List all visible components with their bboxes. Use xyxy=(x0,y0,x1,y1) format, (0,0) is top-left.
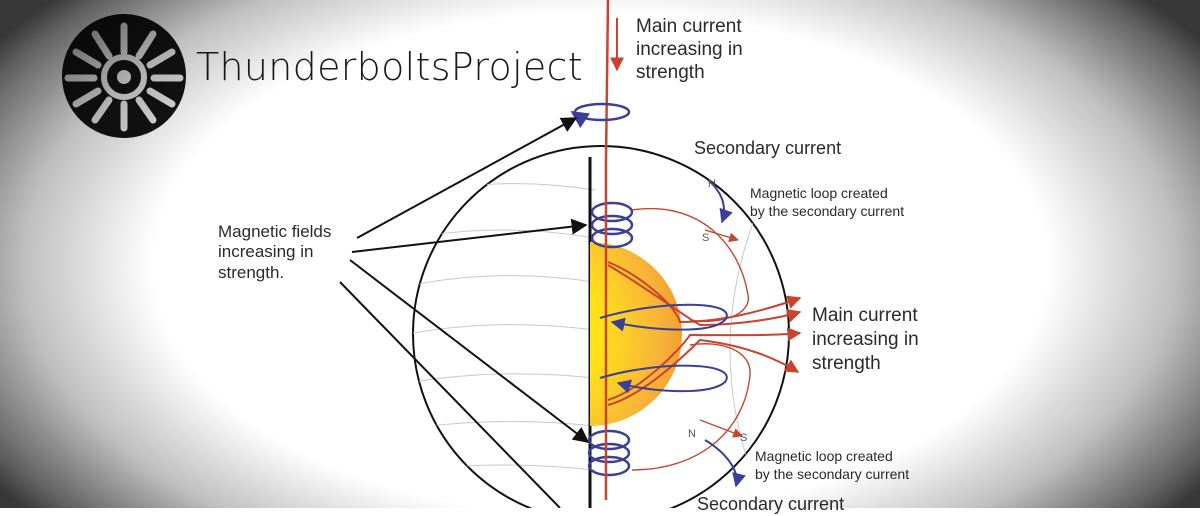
label-main-current-right: Main current increasing in strength xyxy=(812,304,919,375)
label-line: increasing in xyxy=(636,38,743,60)
rotation-ring-top xyxy=(570,102,631,129)
label-line: strength xyxy=(812,352,881,374)
sun-emblem-icon xyxy=(62,14,186,138)
label-secondary-current-bottom: Secondary current xyxy=(697,494,845,514)
label-line: strength. xyxy=(218,262,285,282)
brand-name: ThunderboltsProject xyxy=(196,45,583,89)
label-magnetic-loop-top: Magnetic loop created by the secondary c… xyxy=(750,185,904,221)
pole-n-top: N xyxy=(708,178,716,190)
label-line: Magnetic loop created xyxy=(755,448,893,464)
label-magnetic-fields: Magnetic fields increasing in strength. xyxy=(218,222,331,283)
pole-s-bottom: S xyxy=(740,432,748,444)
label-line: Magnetic fields xyxy=(218,222,332,241)
label-magnetic-loop-bottom: Magnetic loop created by the secondary c… xyxy=(755,448,909,484)
label-line: Main current xyxy=(636,16,742,37)
label-line: by the secondary current xyxy=(750,202,905,219)
label-line: increasing in xyxy=(812,328,919,350)
label-line: Main current xyxy=(812,305,918,326)
label-line: Magnetic loop created xyxy=(750,185,888,201)
label-line: by the secondary current xyxy=(755,465,910,482)
label-line: increasing in xyxy=(218,242,314,262)
pole-s-top: S xyxy=(702,232,710,244)
label-secondary-current-top: Secondary current xyxy=(694,138,842,158)
label-line: strength xyxy=(636,61,705,83)
pole-n-bottom: N xyxy=(688,428,696,440)
label-main-current-top: Main current increasing in strength xyxy=(636,16,743,84)
